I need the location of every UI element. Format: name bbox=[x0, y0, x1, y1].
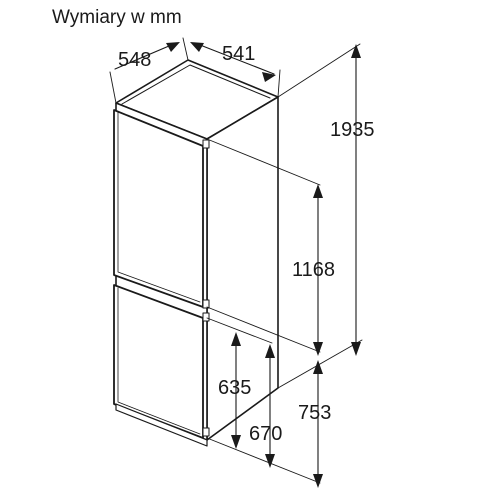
depth-label: 548 bbox=[118, 49, 151, 71]
arrowheads bbox=[166, 42, 361, 488]
width-dimension-line bbox=[194, 42, 275, 75]
label-670: 670 bbox=[249, 423, 282, 445]
total-height-label: 1935 bbox=[330, 119, 375, 141]
label-753: 753 bbox=[298, 402, 331, 424]
plinth bbox=[115, 403, 208, 447]
lower-door-height-label: 635 bbox=[218, 377, 251, 399]
upper-door bbox=[113, 109, 210, 309]
upper-door-height-label: 1168 bbox=[292, 259, 335, 281]
extension-lines bbox=[109, 37, 363, 484]
diagram-title: Wymiary w mm bbox=[52, 7, 182, 28]
width-label: 541 bbox=[222, 43, 255, 65]
depth-dimension-line bbox=[114, 42, 177, 70]
